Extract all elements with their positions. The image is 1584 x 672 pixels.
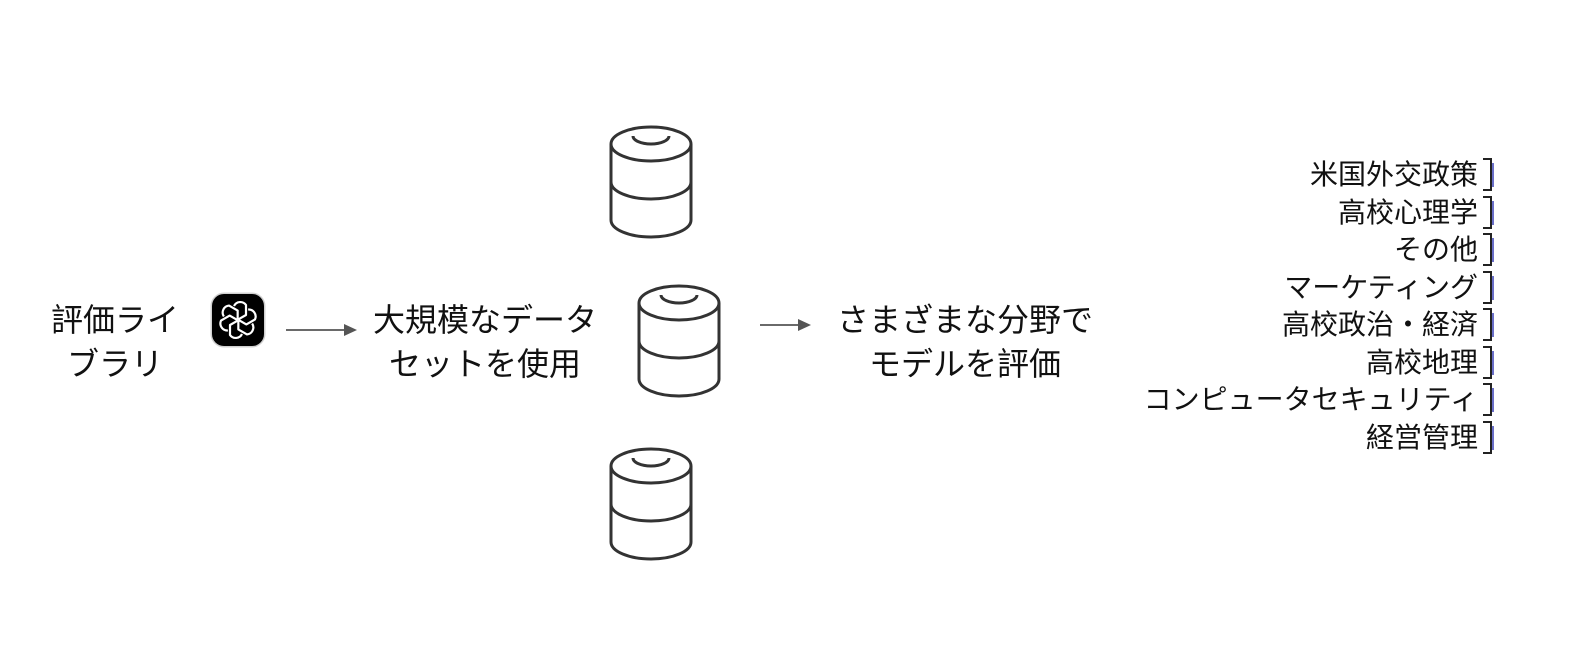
- category-label: マーケティング: [1284, 270, 1478, 304]
- category-item: 米国外交政策: [1072, 156, 1494, 194]
- category-list: 米国外交政策 高校心理学 その他 マーケティング 高校政治・経済 高校地理 コン…: [1072, 156, 1494, 457]
- category-item: その他: [1072, 231, 1494, 269]
- category-item: 高校心理学: [1072, 194, 1494, 232]
- category-item: 経営管理: [1072, 419, 1494, 457]
- category-label: 高校心理学: [1337, 195, 1478, 229]
- dataset-label: 大規模なデータ セットを使用: [360, 298, 610, 386]
- database-icon: [606, 444, 696, 564]
- category-label: コンピュータセキュリティ: [1143, 383, 1478, 416]
- dataset-label-line-1: 大規模なデータ: [372, 301, 597, 339]
- bracket-mark: [1483, 420, 1494, 454]
- bracket-mark: [1483, 308, 1494, 341]
- category-label: その他: [1393, 233, 1478, 266]
- library-label: 評価ライ ブラリ: [40, 298, 190, 386]
- bracket-mark: [1483, 270, 1494, 304]
- bracket-mark: [1483, 158, 1494, 191]
- category-item: 高校政治・経済: [1072, 306, 1494, 344]
- evaluate-label-line-1: さまざまな分野で: [836, 301, 1093, 339]
- bracket-mark: [1483, 233, 1494, 266]
- category-item: コンピュータセキュリティ: [1072, 381, 1494, 419]
- evaluate-label-line-2: モデルを評価: [868, 345, 1061, 383]
- right-arrow-icon: [286, 322, 358, 338]
- category-item: 高校地理: [1072, 344, 1494, 382]
- category-label: 経営管理: [1365, 420, 1478, 454]
- bracket-mark: [1483, 383, 1494, 416]
- library-label-line-1: 評価ライ: [50, 301, 179, 339]
- database-icon: [606, 122, 696, 242]
- category-label: 高校政治・経済: [1281, 308, 1478, 341]
- openai-logo-icon: [212, 294, 264, 346]
- category-label: 米国外交政策: [1309, 158, 1478, 191]
- right-arrow-icon: [760, 317, 812, 333]
- library-label-line-2: ブラリ: [66, 345, 163, 383]
- dataset-label-line-2: セットを使用: [388, 345, 581, 383]
- category-item: マーケティング: [1072, 269, 1494, 307]
- bracket-mark: [1483, 195, 1494, 229]
- category-label: 高校地理: [1365, 345, 1478, 379]
- bracket-mark: [1483, 345, 1494, 379]
- evaluate-label: さまざまな分野で モデルを評価: [820, 298, 1110, 386]
- database-icon: [634, 281, 724, 401]
